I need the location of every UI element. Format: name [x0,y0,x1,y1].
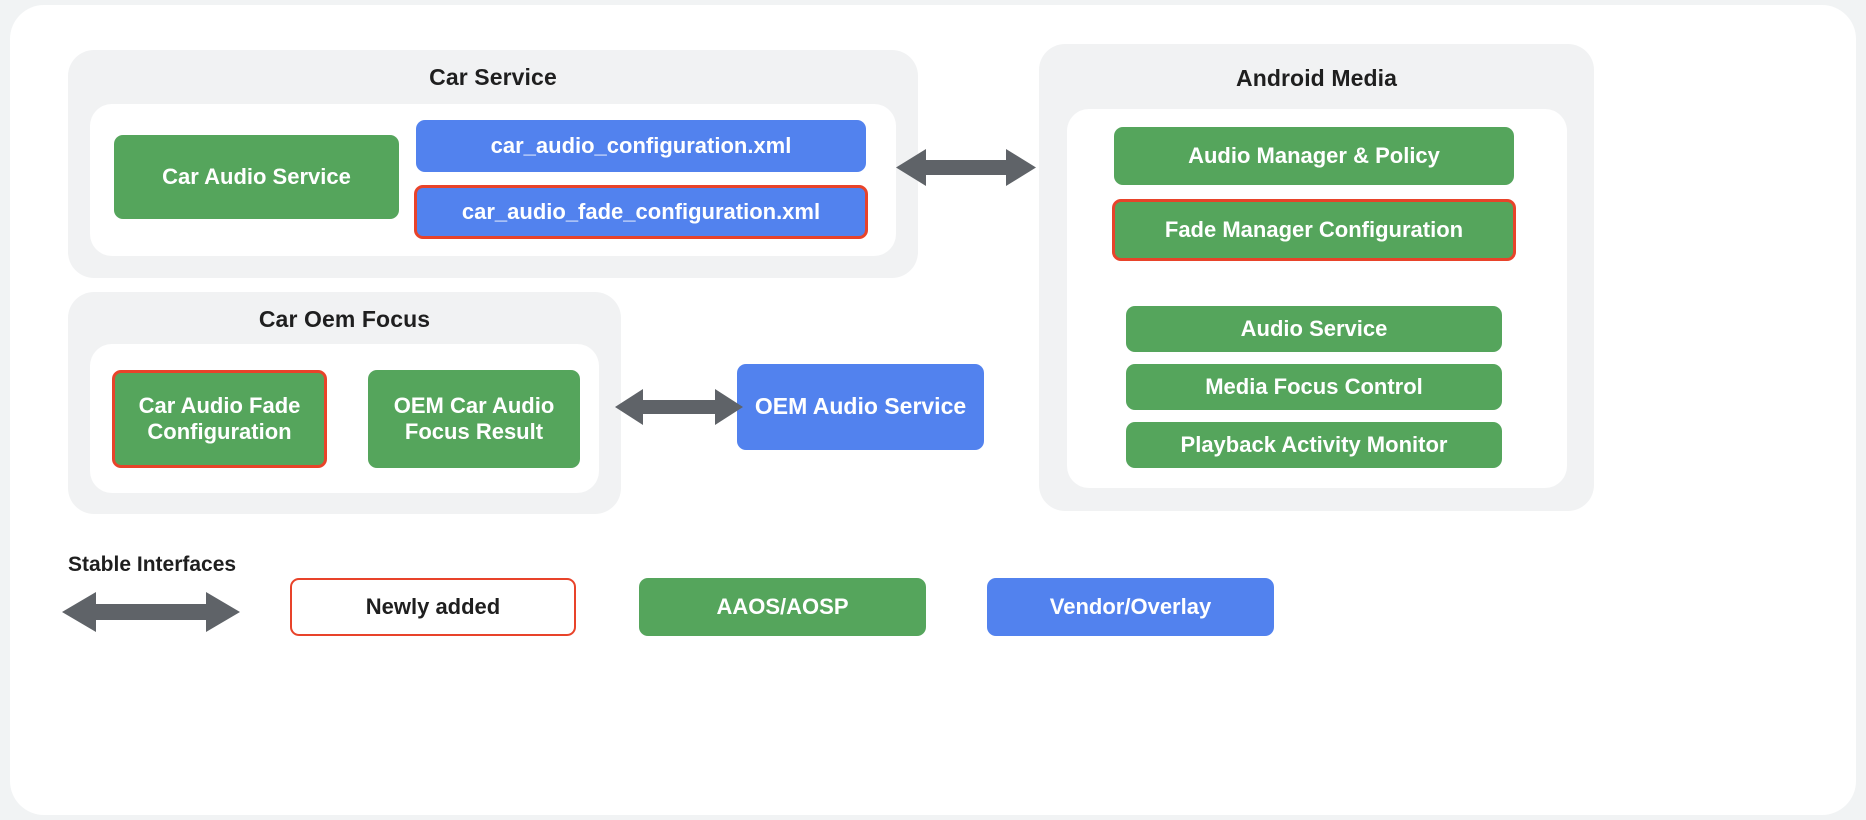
node-playback-activity-monitor[interactable]: Playback Activity Monitor [1126,422,1502,468]
group-android-media: Android Media Audio Manager & Policy Fad… [1039,44,1594,511]
node-car-audio-configuration-xml[interactable]: car_audio_configuration.xml [416,120,866,172]
connector-car-oem-focus-to-oem-audio-service [615,385,743,429]
legend-item-vendor-overlay[interactable]: Vendor/Overlay [987,578,1274,636]
group-car-service-title: Car Service [429,64,557,90]
node-car-audio-fade-configuration-xml[interactable]: car_audio_fade_configuration.xml [414,185,868,239]
group-car-service: Car Service Car Audio Service car_audio_… [68,50,918,278]
node-car-audio-service[interactable]: Car Audio Service [114,135,399,219]
group-android-media-title: Android Media [1235,65,1398,91]
group-car-oem-focus: Car Oem Focus Car Audio Fade Configurati… [68,292,621,514]
diagram-card: Car Service Car Audio Service car_audio_… [10,5,1856,815]
double-arrow-icon [615,389,743,425]
connector-car-service-to-android-media [896,145,1036,190]
node-car-audio-fade-configuration[interactable]: Car Audio Fade Configuration [112,370,327,468]
node-oem-car-audio-focus-result[interactable]: OEM Car Audio Focus Result [368,370,580,468]
double-arrow-icon [62,592,240,632]
legend-stable-interfaces-label: Stable Interfaces [68,553,237,576]
node-fade-manager-configuration[interactable]: Fade Manager Configuration [1112,199,1516,261]
node-media-focus-control[interactable]: Media Focus Control [1126,364,1502,410]
legend-item-aaos-aosp[interactable]: AAOS/AOSP [639,578,926,636]
node-oem-audio-service[interactable]: OEM Audio Service [737,364,984,450]
node-audio-manager-and-policy[interactable]: Audio Manager & Policy [1114,127,1514,185]
legend-item-newly-added[interactable]: Newly added [290,578,576,636]
double-arrow-icon [896,149,1036,186]
legend-stable-interfaces-arrow [62,589,240,635]
group-car-oem-focus-title: Car Oem Focus [258,306,431,332]
node-audio-service[interactable]: Audio Service [1126,306,1502,352]
